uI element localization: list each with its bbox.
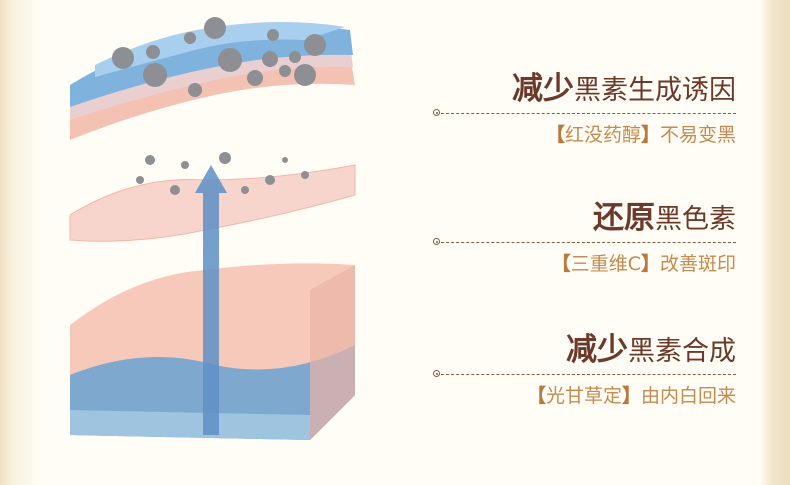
bracket-close: 】 <box>621 385 641 407</box>
dashed-divider <box>433 370 736 383</box>
title-rest: 黑素生成诱因 <box>574 75 736 106</box>
ingredient: 光甘草定 <box>545 385 622 407</box>
feature-2: 还原黑色素 【三重维C】改善斑印 <box>433 201 736 276</box>
upward-arrow <box>195 165 227 435</box>
feature-title: 减少黑素合成 <box>436 333 736 369</box>
bracket-close: 】 <box>640 253 660 275</box>
effect: 改善斑印 <box>659 253 736 275</box>
feature-1: 减少黑素生成诱因 【红没药醇】不易变黑 <box>433 72 736 147</box>
dashed-divider <box>433 238 736 251</box>
skin-layers-illustration <box>69 17 356 440</box>
ingredient: 红没药醇 <box>564 124 641 146</box>
bracket-open: 【 <box>526 385 546 407</box>
bracket-open: 【 <box>551 253 571 275</box>
bullet-dot-icon <box>433 370 440 377</box>
effect: 不易变黑 <box>659 124 736 146</box>
feature-title: 还原黑色素 <box>436 201 736 237</box>
feature-subtitle: 【光甘草定】由内白回来 <box>436 384 736 408</box>
feature-title: 减少黑素生成诱因 <box>436 72 736 108</box>
feature-subtitle: 【红没药醇】不易变黑 <box>436 123 736 147</box>
title-strong: 还原 <box>593 200 655 236</box>
ingredient: 三重维C <box>570 253 641 275</box>
dashed-divider <box>433 109 736 122</box>
scattered-particles <box>136 152 309 195</box>
feature-3: 减少黑素合成 【光甘草定】由内白回来 <box>433 333 736 408</box>
bracket-close: 】 <box>640 124 660 146</box>
melanin-particles <box>112 17 326 97</box>
title-rest: 黑素合成 <box>628 336 736 367</box>
effect: 由内白回来 <box>640 385 736 407</box>
bullet-dot-icon <box>433 109 440 116</box>
bracket-open: 【 <box>545 124 565 146</box>
bullet-dot-icon <box>433 238 440 245</box>
title-rest: 黑色素 <box>655 204 736 235</box>
title-strong: 减少 <box>512 71 574 107</box>
feature-subtitle: 【三重维C】改善斑印 <box>436 252 736 276</box>
title-strong: 减少 <box>566 332 628 368</box>
